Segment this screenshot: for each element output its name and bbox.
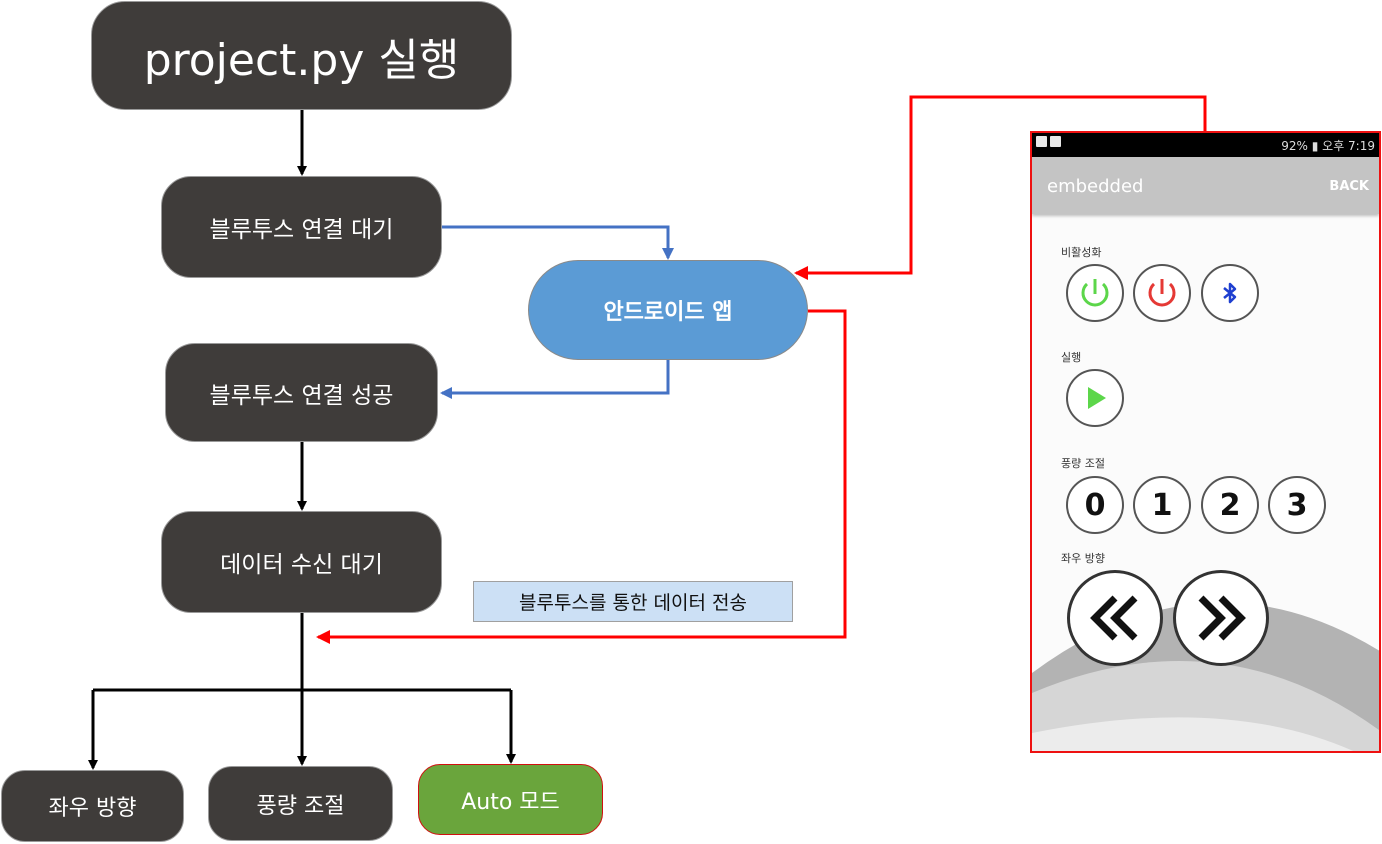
status-right: 92% ▮ 오후 7:19 [1281,139,1375,153]
wind-level-button[interactable]: 2 [1201,476,1259,534]
node-bluetooth-wait: 블루투스 연결 대기 [161,176,442,278]
back-button[interactable]: BACK [1329,179,1369,194]
double-chevron-right-icon [1198,595,1246,641]
double-chevron-left-icon [1090,595,1138,641]
node-wind-control: 풍량 조절 [208,766,393,841]
edge-label-bluetooth-transfer: 블루투스를 통한 데이터 전송 [473,581,793,622]
node-bluetooth-success: 블루투스 연결 성공 [165,343,438,442]
wind-level-label: 0 [1084,487,1106,523]
wind-level-button[interactable]: 1 [1133,476,1191,534]
bluetooth-button[interactable] [1201,264,1259,322]
play-icon [1088,387,1106,409]
node-left-right: 좌우 방향 [1,770,184,842]
wind-level-button[interactable]: 0 [1066,476,1124,534]
section-label-run: 실행 [1061,351,1082,364]
notification-icons [1036,136,1061,147]
phone-screenshot: 92% ▮ 오후 7:19 embedded BACK 비활성화 실행 풍량 조… [1030,131,1381,753]
section-label-activate: 비활성화 [1061,246,1102,259]
wind-level-label: 2 [1219,487,1241,523]
arrow-phone-to-app [794,95,1207,280]
bluetooth-icon [1223,282,1237,304]
arrow-app-to-data [316,309,847,644]
wind-level-button[interactable]: 3 [1268,476,1326,534]
node-auto-mode: Auto 모드 [418,764,603,835]
app-notification-icon [1050,136,1061,147]
power-on-icon [1081,279,1109,307]
app-title: embedded [1047,176,1144,197]
play-button[interactable] [1066,369,1124,427]
wind-level-label: 3 [1286,487,1308,523]
node-project-start: project.py 실행 [91,1,512,110]
arrow-app-to-success [440,360,670,399]
section-label-wind: 풍량 조절 [1061,457,1105,470]
app-bar: embedded BACK [1032,157,1379,214]
arrow-wait-to-app [442,225,674,260]
power-off-icon [1148,279,1176,307]
status-bar: 92% ▮ 오후 7:19 [1032,133,1379,157]
turn-left-button[interactable] [1067,570,1163,666]
power-on-button[interactable] [1066,264,1124,322]
node-android-app: 안드로이드 앱 [528,260,808,360]
power-off-button[interactable] [1133,264,1191,322]
image-icon [1036,136,1047,147]
section-label-direction: 좌우 방향 [1061,552,1105,565]
node-data-wait: 데이터 수신 대기 [161,511,442,613]
wind-level-label: 1 [1151,487,1173,523]
turn-right-button[interactable] [1173,570,1269,666]
